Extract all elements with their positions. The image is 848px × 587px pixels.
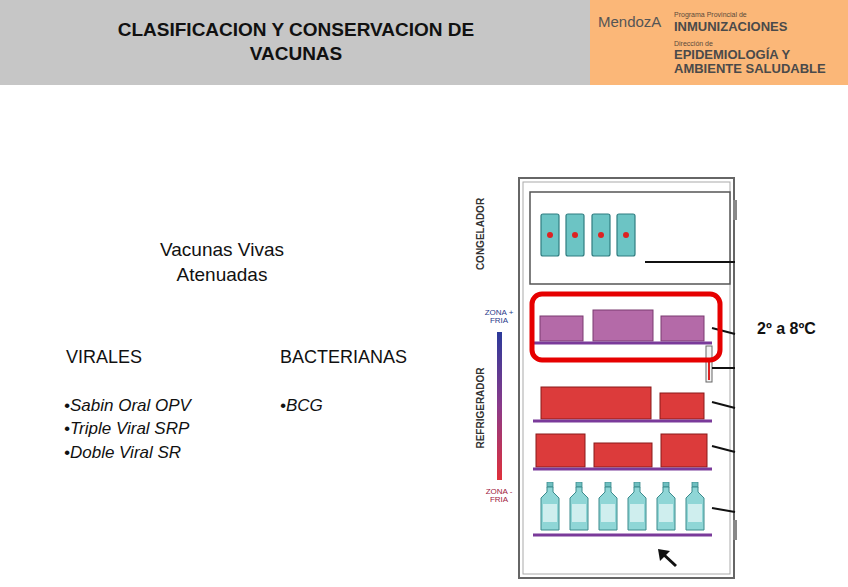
logo-panel: MendozA Programa Provincial deINMUNIZACIO… [590, 0, 848, 85]
fridge-cabinet [519, 178, 734, 578]
thermometer [706, 346, 712, 382]
shelf-lower [533, 434, 735, 469]
ice-packs [541, 214, 635, 256]
logo-text: INMUNIZACIONES [674, 19, 787, 35]
list-item: •Triple Viral SRP [64, 419, 189, 439]
zone-label: ZONA - FRIA [479, 488, 519, 505]
column-heading: VIRALES [66, 347, 142, 369]
list-item: •BCG [280, 396, 323, 416]
highlight-frame [532, 294, 720, 360]
logo-text: EPIDEMIOLOGÍA Y AMBIENTE SALUDABLE [674, 48, 844, 75]
column-heading: BACTERIANAS [280, 347, 407, 369]
heading-text: Vacunas Vivas Atenuadas [132, 238, 312, 287]
logo-text: Programa Provincial de [674, 11, 747, 19]
zone-label: ZONA + FRIA [479, 309, 519, 326]
logo-text: MendozA [598, 13, 661, 31]
list-item: •Doble Viral SR [64, 443, 181, 463]
water-bottles [533, 482, 735, 535]
list-item: •Sabin Oral OPV [64, 396, 191, 416]
slide-title: CLASIFICACION Y CONSERVACION DE VACUNAS [96, 18, 496, 66]
zone-label: REFRIGERADOR [475, 367, 487, 448]
shelf-top [533, 310, 735, 343]
freezer-compartment [530, 192, 730, 284]
zone-label: CONGELADOR [475, 198, 487, 270]
temperature-label: 2º a 8ºC [757, 319, 816, 338]
shelf-middle [533, 387, 735, 421]
header-band [0, 0, 848, 85]
temperature-gradient [497, 332, 502, 480]
